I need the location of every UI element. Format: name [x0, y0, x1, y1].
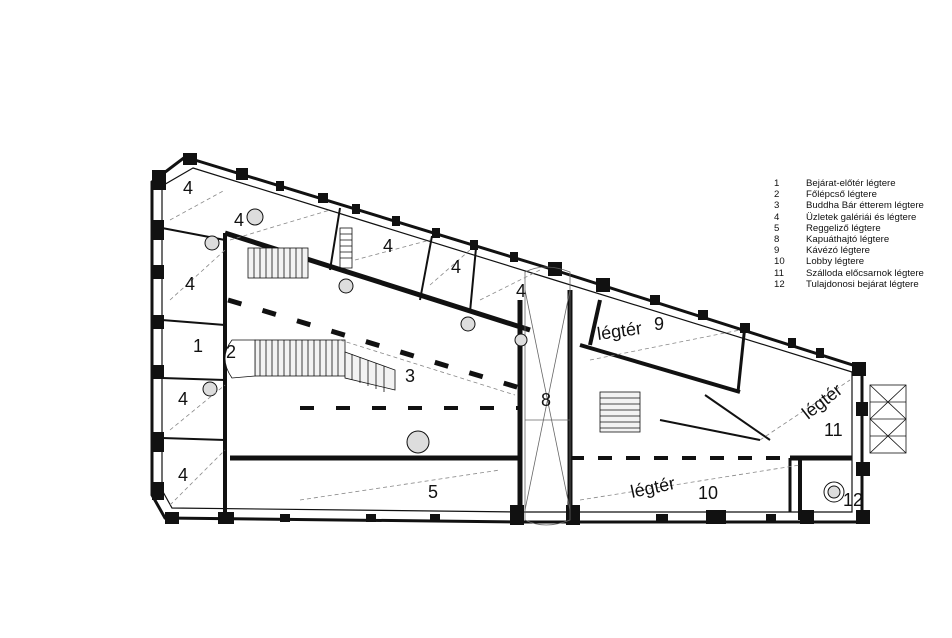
upper-staircase: [247, 227, 641, 433]
room-label-4: 4: [183, 178, 193, 198]
legend-item-text: Buddha Bár étterem légtere: [806, 200, 924, 212]
legend-item: 9 Kávézó légtere: [774, 245, 924, 256]
airspace-label-10: légtér: [629, 473, 677, 502]
legend-item: 10 Lobby légtere: [774, 256, 924, 267]
room-label-4: 4: [178, 389, 188, 409]
legend-item: 1 Bejárat-előtér légtere: [774, 178, 924, 189]
legend-item-text: Bejárat-előtér légtere: [806, 178, 896, 189]
airspace-label-11: légtér: [798, 380, 846, 423]
room-label-4: 4: [383, 236, 393, 256]
wall-piers: [152, 153, 870, 525]
room-label-4: 4: [234, 210, 244, 230]
main-staircase: [224, 339, 396, 392]
room-label-5: 5: [428, 482, 438, 502]
room-label-11: 11: [824, 420, 843, 440]
room-label-2: 2: [226, 342, 236, 362]
legend-item: 12 Tulajdonosi bejárat légtere: [774, 279, 924, 290]
legend-item-number: 12: [774, 278, 785, 290]
room-number-labels: 1 2 3 4 4 4 4 4 4 4 4 5 8 9 10 11 12: [178, 178, 863, 510]
legend-item-number: 4: [774, 211, 780, 223]
legend-item: 8 Kapuáthajtó légtere: [774, 234, 924, 245]
legend-item-text: Üzletek galériái és légtere: [806, 211, 917, 223]
legend-item-text: Tulajdonosi bejárat légtere: [806, 278, 919, 290]
legend-item-number: 10: [774, 256, 785, 268]
room-label-9: 9: [654, 314, 664, 334]
legend-item-text: Szálloda előcsarnok légtere: [806, 267, 924, 279]
legend-item-number: 11: [774, 267, 784, 279]
room-label-4: 4: [178, 465, 188, 485]
legend-item-text: Kávézó légtere: [806, 245, 870, 257]
legend: 1 Bejárat-előtér légtere 2 Főlépcső légtere…: [774, 178, 924, 290]
legend-item: 3 Buddha Bár étterem légtere: [774, 200, 924, 211]
airspace-label-9: légtér: [596, 318, 643, 344]
entrance-canopy: [869, 384, 907, 454]
legend-item-number: 9: [774, 245, 780, 257]
room-label-10: 10: [698, 483, 718, 503]
legend-item: 11 Szálloda előcsarnok légtere: [774, 268, 924, 279]
legend-item-number: 5: [774, 222, 780, 234]
room-label-4: 4: [185, 274, 195, 294]
legend-item-number: 3: [774, 200, 780, 212]
legend-item-text: Lobby légtere: [806, 256, 865, 268]
legend-item-text: Kapuáthajtó légtere: [806, 234, 890, 246]
room-label-4: 4: [516, 281, 526, 301]
legend-item: 5 Reggeliző légtere: [774, 223, 924, 234]
legend-item-text: Főlépcső légtere: [806, 189, 877, 201]
legend-item-number: 8: [774, 234, 780, 246]
legend-item: 2 Főlépcső légtere: [774, 189, 924, 200]
airspace-diagonals: [169, 189, 851, 506]
room-label-3: 3: [405, 366, 415, 386]
room-label-4: 4: [451, 257, 461, 277]
room-label-8: 8: [541, 390, 551, 410]
spiral-stairs: [202, 208, 845, 503]
room-label-12: 12: [843, 490, 863, 510]
legend-item-number: 2: [774, 189, 780, 201]
legend-item: 4 Üzletek galériái és légtere: [774, 212, 924, 223]
gateway-passage: [524, 266, 571, 526]
room-label-1: 1: [193, 336, 203, 356]
legend-item-number: 1: [774, 178, 780, 189]
legend-item-text: Reggeliző légtere: [806, 222, 881, 234]
